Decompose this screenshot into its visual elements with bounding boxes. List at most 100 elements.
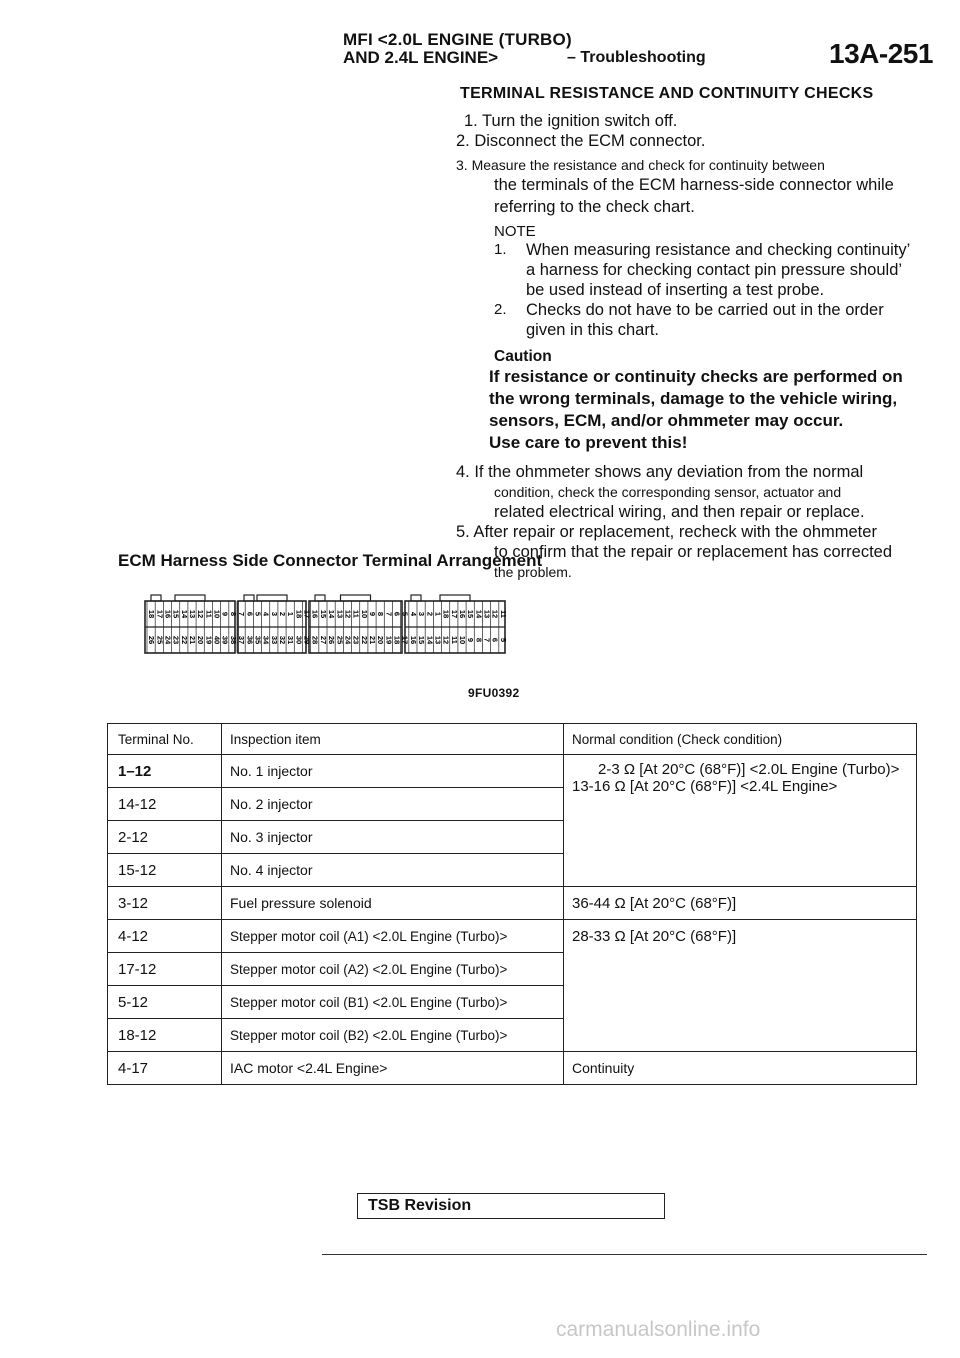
condition-cell-stepper: 28-33 Ω [At 20°C (68°F)] [563,919,917,1052]
connector-latch [410,594,422,602]
terminal-number-top: 12 [491,610,500,618]
col-header-condition: Normal condition (Check condition) [563,723,917,755]
item-cell: Stepper motor coil (B2) <2.0L Engine (Tu… [221,1018,564,1052]
item-cell: No. 2 injector [221,787,564,821]
section-title: TERMINAL RESISTANCE AND CONTINUITY CHECK… [460,85,874,102]
terminal-number-top: 12 [343,610,352,618]
terminal-number-bottom: 11 [450,636,459,644]
col-header-item: Inspection item [221,723,564,755]
terminal-number-top: 8 [229,612,238,616]
table-row: 17-12 Stepper motor coil (A2) <2.0L Engi… [107,952,917,986]
diagram-code: 9FU0392 [468,686,520,700]
terminal-number-top: 14 [327,610,336,619]
terminal-number-bottom: 8 [474,638,483,642]
header-engine-line2: AND 2.4L ENGINE> [343,48,499,67]
step-5-line1: 5. After repair or replacement, recheck … [456,523,877,541]
terminal-number-bottom: 21 [368,636,377,644]
terminal-number-top: 14 [180,610,189,619]
table-row: 14-12 No. 2 injector [107,787,917,821]
terminal-number-bottom: 32 [278,636,287,644]
note-1-line2: a harness for checking contact pin press… [526,261,903,279]
terminal-number-top: 18 [147,610,156,618]
terminal-number-bottom: 7 [483,638,492,642]
diagram-title: ECM Harness Side Connector Terminal Arra… [118,551,543,570]
terminal-number-bottom: 39 [221,636,230,644]
caution-line4: Use care to prevent this! [489,433,688,452]
terminal-number-bottom: 26 [327,636,336,644]
condition-cell-injectors: 2-3 Ω [At 20°C (68°F)] <2.0L Engine (Tur… [563,754,917,887]
caution-text: If resistance or continuity checks are p… [489,366,926,454]
terminal-number-top: 16 [311,610,320,618]
terminal-cell: 15-12 [107,853,222,887]
note-1-number: 1. [494,241,507,258]
terminal-number-bottom: 27 [319,636,328,644]
table-row: 2-12 No. 3 injector [107,820,917,854]
table-row: 4-17 IAC motor <2.4L Engine> Continuity [107,1051,917,1085]
condition-cell-iac: Continuity [563,1051,917,1085]
step-4-line2: condition, check the corresponding senso… [494,484,842,500]
header-section: – Troubleshooting [567,49,706,66]
terminal-cell: 5-12 [107,985,222,1019]
terminal-number-bottom: 35 [253,636,262,644]
header-engine-line1: MFI <2.0L ENGINE (TURBO) [343,30,572,49]
terminal-number-top: 15 [466,610,475,618]
item-cell: Fuel pressure solenoid [221,886,564,920]
terminal-number-top: 2 [425,612,434,616]
terminal-number-bottom: 16 [409,636,418,644]
terminal-number-bottom: 14 [425,636,434,645]
terminal-number-top: 11 [204,610,213,618]
caution-label: Caution [494,348,552,365]
connector-latch [243,594,255,602]
terminal-number-bottom: 20 [196,636,205,644]
footer-rule [322,1254,927,1255]
terminal-number-top: 17 [155,610,164,618]
terminal-number-top: 5 [401,612,410,616]
terminal-number-top: 5 [253,612,262,616]
terminal-number-bottom: 24 [343,636,352,645]
terminal-check-table: Terminal No. Inspection item Normal cond… [107,723,917,1085]
terminal-number-bottom: 22 [360,636,369,644]
terminal-number-bottom: 9 [466,638,475,642]
item-cell: Stepper motor coil (B1) <2.0L Engine (Tu… [221,985,564,1019]
item-cell: No. 3 injector [221,820,564,854]
connector-latch [150,594,162,602]
terminal-cell: 3-12 [107,886,222,920]
note-item-1: 1. When measuring resistance and checkin… [494,240,926,300]
table-row: 4-12 Stepper motor coil (A1) <2.0L Engin… [107,919,917,1052]
terminal-number-bottom: 5 [499,638,508,642]
note-1-line3: be used instead of inserting a test prob… [526,281,825,299]
tsb-revision-label: TSB Revision [368,1197,472,1214]
note-block: NOTE 1. When measuring resistance and ch… [489,223,926,454]
table-header-row: Terminal No. Inspection item Normal cond… [107,723,917,755]
terminal-number-top: 15 [319,610,328,618]
step-3-text-c: referring to the check chart. [494,198,695,216]
table-row: 5-12 Stepper motor coil (B1) <2.0L Engin… [107,985,917,1019]
terminal-number-bottom: 19 [204,636,213,644]
terminal-number-top: 4 [409,612,418,617]
terminal-number-top: 7 [237,612,246,616]
terminal-number-bottom: 38 [229,636,238,644]
terminal-number-top: 10 [213,610,222,618]
terminal-number-bottom: 40 [213,636,222,644]
terminal-number-top: 14 [474,610,483,619]
connector-latch [314,594,326,602]
step-3-line3: referring to the check chart. [456,197,926,217]
table-row: 1–12 No. 1 injector 2-3 Ω [At 20°C (68°F… [107,754,917,887]
connector-key [339,594,372,602]
condition-cell-fuel-solenoid: 36-44 Ω [At 20°C (68°F)] [563,886,917,920]
terminal-number-top: 18 [442,610,451,618]
terminal-number-bottom: 21 [188,636,197,644]
col-header-terminal: Terminal No. [107,723,222,755]
note-2-line2: given in this chart. [526,321,659,339]
step-5-line2: to confirm that the repair or replacemen… [494,543,893,561]
terminal-number-top: 3 [417,612,426,616]
item-cell: No. 4 injector [221,853,564,887]
condition-injector-2-4l: 13-16 Ω [At 20°C (68°F)] <2.4L Engine> [572,778,838,795]
terminal-number-bottom: 12 [442,636,451,644]
caution-line3: sensors, ECM, and/or ohmmeter may occur. [489,411,844,430]
item-cell: IAC motor <2.4L Engine> [221,1051,564,1085]
terminal-number-top: 3 [270,612,279,616]
terminal-number-top: 16 [163,610,172,618]
procedure-block: TERMINAL RESISTANCE AND CONTINUITY CHECK… [456,85,926,582]
